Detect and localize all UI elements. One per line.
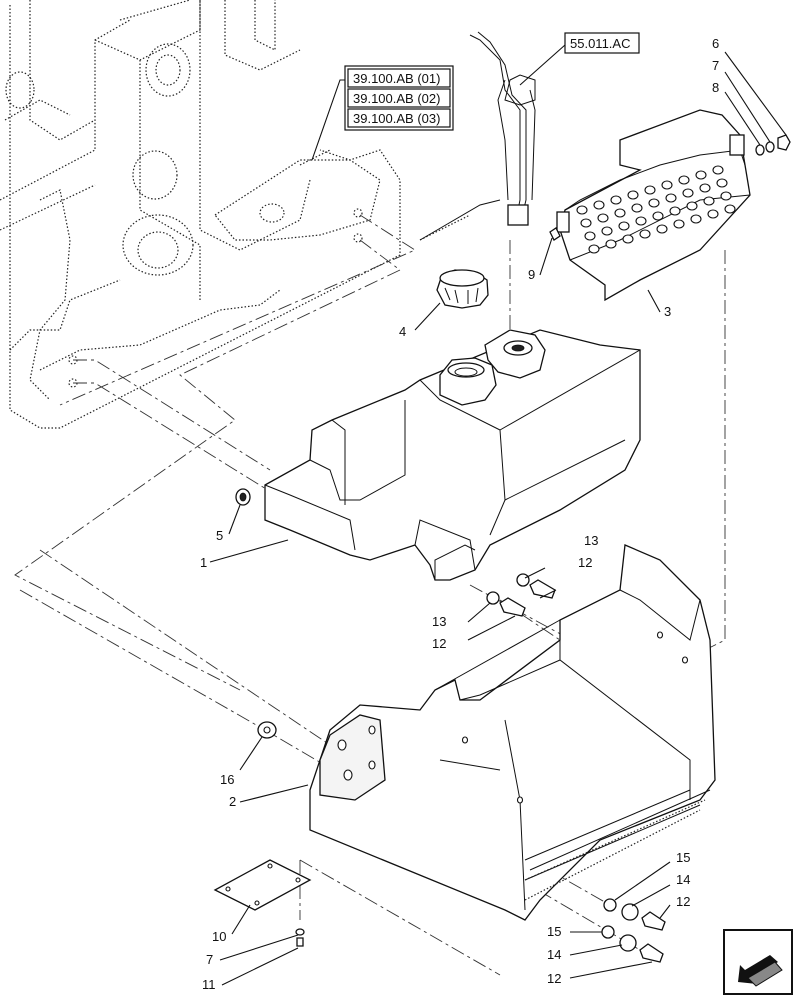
step-perforation-hole: [716, 178, 728, 188]
step-perforation-hole: [724, 204, 736, 214]
callout-3: 3: [664, 304, 671, 319]
step-perforation-hole: [695, 170, 707, 180]
step-perforation-hole: [712, 165, 724, 175]
callout-16: 16: [220, 772, 234, 787]
step-perforation-hole: [656, 224, 668, 234]
ref-box-55-011-ac[interactable]: [564, 32, 640, 54]
callout-8: 8: [712, 80, 719, 95]
step-perforation-hole: [601, 226, 613, 236]
callout-14-upper: 14: [676, 872, 690, 887]
bottom-hardware: [257, 573, 666, 963]
callout-12-upper: 12: [578, 555, 592, 570]
callout-6: 6: [712, 36, 719, 51]
fuel-tank: [264, 329, 641, 581]
callout-2: 2: [229, 794, 236, 809]
step-perforation-hole: [678, 175, 690, 185]
callout-13-lower: 13: [432, 614, 446, 629]
step-perforation-hole: [580, 218, 592, 228]
tank-support-bracket: [309, 544, 716, 921]
ref-label-39-100-ab-01: 39.100.AB (01): [353, 71, 440, 86]
callout-numbers: 1 2 3 4 5 6 7 8 9 10 7 11 13 12 13 12 16…: [200, 36, 719, 992]
step-perforation-hole: [597, 213, 609, 223]
step-perforation-hole: [682, 188, 694, 198]
ref-box-39-100-ab-03[interactable]: [347, 108, 451, 128]
machine-frame: [0, 0, 471, 429]
ref-label-39-100-ab-03: 39.100.AB (03): [353, 111, 440, 126]
callout-12-bottom: 12: [547, 971, 561, 986]
step-perforation-hole: [593, 200, 605, 210]
callout-10: 10: [212, 929, 226, 944]
step-perforation-hole: [648, 198, 660, 208]
leader-lines: [209, 44, 787, 986]
callout-4: 4: [399, 324, 406, 339]
step-perforation-hole: [652, 211, 664, 221]
step-perforation-hole: [665, 193, 677, 203]
step-perforation-hole: [631, 203, 643, 213]
ref-label-55-011-ac: 55.011.AC: [570, 36, 630, 51]
callout-13-upper: 13: [584, 533, 598, 548]
callout-15-upper: 15: [676, 850, 690, 865]
ref-box-39-100-ab-01[interactable]: [347, 68, 451, 88]
step-perforation-hole: [669, 206, 681, 216]
step-perforation-hole: [686, 201, 698, 211]
cover-plate: [213, 859, 312, 911]
step-perforation-hole: [639, 229, 651, 239]
callout-5: 5: [216, 528, 223, 543]
step-perforation-hole: [622, 234, 634, 244]
callout-7-bottom: 7: [206, 952, 213, 967]
callout-12-middle: 12: [432, 636, 446, 651]
wiring-harness: [419, 31, 536, 241]
step-perforation-hole: [703, 196, 715, 206]
callout-15-lower: 15: [547, 924, 561, 939]
step-perforation-hole: [673, 219, 685, 229]
step-perforation-hole: [588, 244, 600, 254]
step-perforation-hole: [614, 208, 626, 218]
step-perforation-hole: [635, 216, 647, 226]
callout-14-lower: 14: [547, 947, 561, 962]
step-perforation-hole: [690, 214, 702, 224]
step-perforation-hole: [707, 209, 719, 219]
step-perforation-hole: [661, 180, 673, 190]
callout-1: 1: [200, 555, 207, 570]
grommet: [235, 488, 251, 506]
ref-box-39-100-ab-02[interactable]: [347, 88, 451, 108]
step-perforation-hole: [618, 221, 630, 231]
step-perforation-hole: [610, 195, 622, 205]
callout-9: 9: [528, 267, 535, 282]
step-perforation-hole: [644, 185, 656, 195]
step-hardware: [549, 134, 791, 241]
filler-cap: [436, 269, 489, 309]
step-perforation-hole: [584, 231, 596, 241]
step-holes: [576, 165, 736, 254]
step-perforation-hole: [720, 191, 732, 201]
step-perforation-hole: [699, 183, 711, 193]
callout-7-step: 7: [712, 58, 719, 73]
page-navigation-arrow-icon[interactable]: [723, 929, 793, 995]
step-cover: [556, 109, 751, 302]
step-perforation-hole: [576, 205, 588, 215]
reference-boxes: 55.011.AC 39.100.AB (01) 39.100.AB (02) …: [344, 32, 640, 131]
step-perforation-hole: [627, 190, 639, 200]
callout-11: 11: [202, 977, 216, 992]
ref-label-39-100-ab-02: 39.100.AB (02): [353, 91, 440, 106]
callout-12-right: 12: [676, 894, 690, 909]
step-perforation-hole: [605, 239, 617, 249]
